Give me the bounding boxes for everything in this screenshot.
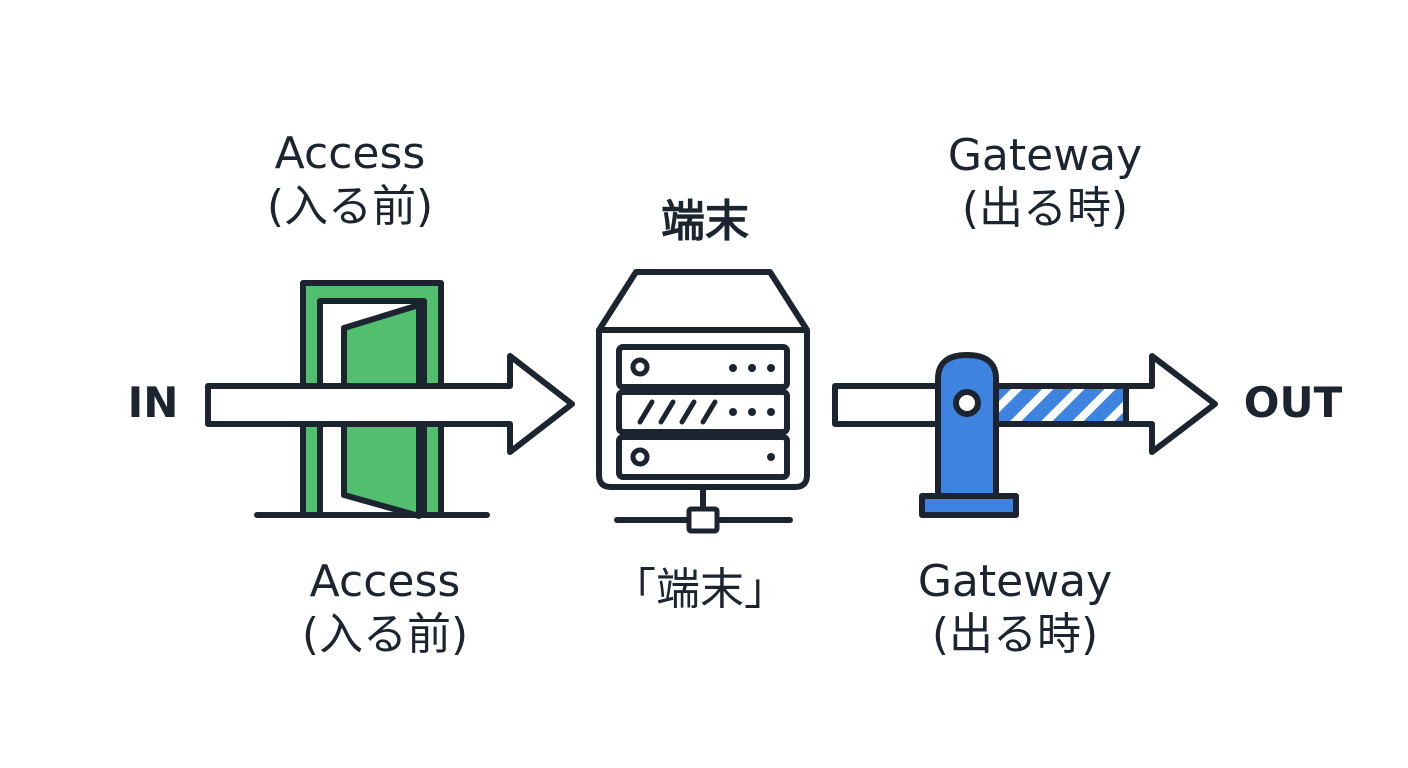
bay-2-dot [767, 408, 775, 416]
server-bay-3 [616, 434, 790, 480]
terminal-top-label: 端末 [661, 196, 749, 247]
barrier-post [935, 352, 999, 499]
server-bay-1 [616, 344, 790, 390]
bay-1-dot [729, 364, 737, 372]
access-top-line2: (入る前) [266, 180, 434, 232]
server-network-node [686, 506, 720, 534]
barrier-pivot [953, 389, 981, 417]
access-bottom-line1: Access [309, 556, 461, 607]
gateway-bottom-line1: Gateway [917, 556, 1113, 607]
access-bottom-line2: (入る前) [301, 608, 469, 660]
bay-2-dot [748, 408, 756, 416]
server-bay-3-led [630, 447, 650, 467]
server-bay-2-vents [637, 399, 718, 425]
gateway-top-line2: (出る時) [961, 182, 1129, 234]
access-top-label: Access (入る前) [250, 128, 450, 234]
gateway-top-line1: Gateway [947, 130, 1143, 181]
access-top-line1: Access [274, 128, 426, 179]
bay-1-dot [767, 364, 775, 372]
bay-2-dot [729, 408, 737, 416]
gateway-top-label: Gateway (出る時) [925, 130, 1165, 236]
server-bay-1-led [630, 357, 650, 377]
terminal-bottom-label: 「端末」 [612, 564, 788, 615]
bay-1-dot [748, 364, 756, 372]
gateway-bottom-line2: (出る時) [931, 608, 1099, 660]
barrier-arm [991, 383, 1129, 427]
bay-3-dot [767, 453, 775, 461]
gateway-bottom-label: Gateway (出る時) [895, 556, 1135, 662]
barrier-gate-icon [919, 352, 1129, 518]
arrow-icon [205, 353, 575, 455]
barrier-base [919, 493, 1019, 518]
in-label: IN [127, 378, 179, 427]
access-bottom-label: Access (入る前) [285, 556, 485, 662]
server-icon [596, 269, 810, 534]
out-label: OUT [1243, 378, 1343, 427]
